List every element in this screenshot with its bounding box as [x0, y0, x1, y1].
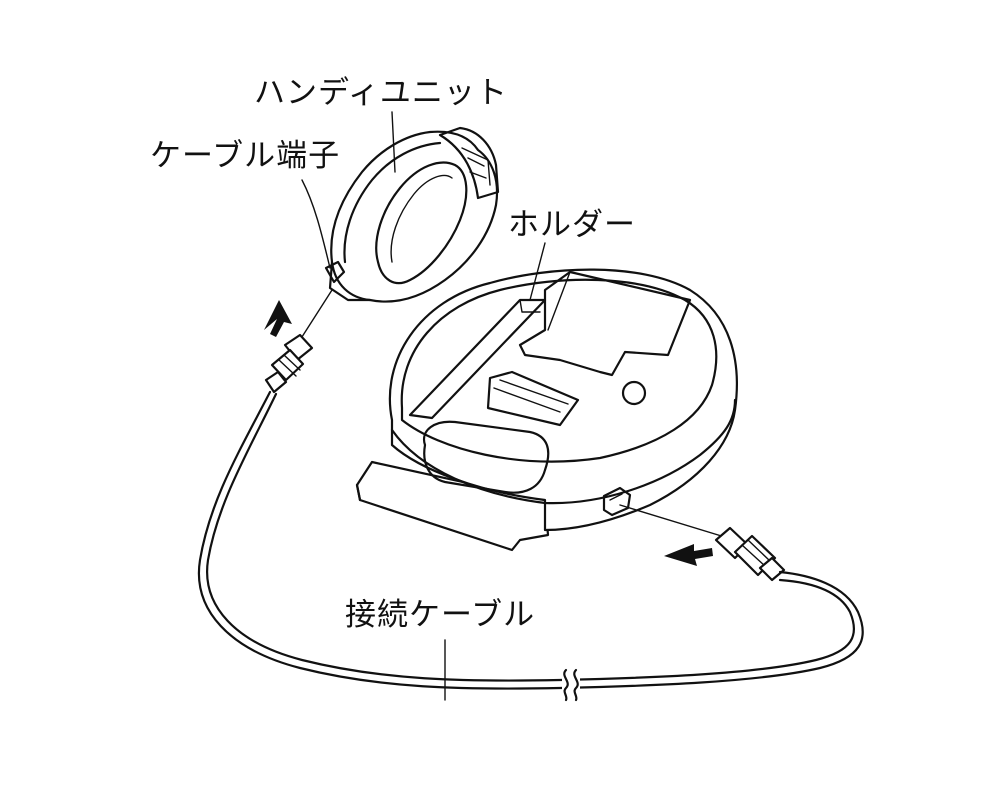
label-handy-unit: ハンディユニット	[254, 78, 508, 109]
label-cable-terminal: ケーブル端子	[150, 141, 340, 172]
holder	[357, 270, 737, 550]
insert-arrow-lower	[664, 544, 713, 566]
leader-cable-terminal	[302, 180, 330, 268]
guide-line-lower	[620, 505, 728, 538]
label-connection-cable: 接続ケーブル	[345, 600, 535, 631]
label-holder: ホルダー	[508, 210, 636, 241]
cable-break-mark	[562, 670, 580, 700]
handy-unit	[326, 128, 498, 302]
handy-unit-body	[331, 132, 497, 302]
insert-arrow-upper	[264, 300, 292, 337]
guide-line-upper	[300, 290, 332, 340]
plug-upper	[266, 335, 312, 392]
plug-lower	[716, 528, 784, 580]
